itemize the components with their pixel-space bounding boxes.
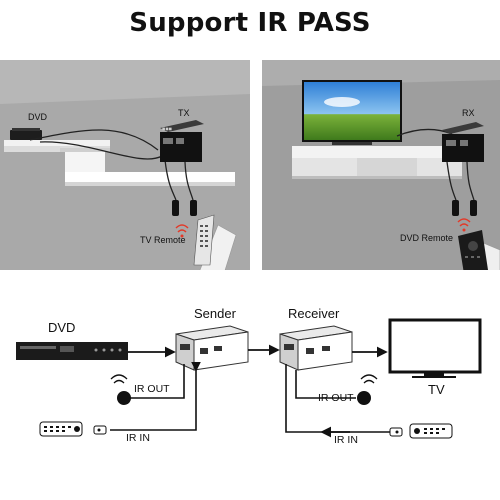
ir-signal-icon bbox=[110, 374, 128, 384]
diagram-dvd-label: DVD bbox=[48, 320, 76, 335]
ir-signal-icon bbox=[457, 218, 471, 232]
tv-remote-label: TV Remote bbox=[140, 235, 186, 245]
rx-extender-icon bbox=[442, 122, 484, 162]
receiver-label: Receiver bbox=[288, 306, 340, 321]
svg-text:◼◼◼: ◼◼◼ bbox=[162, 126, 172, 131]
remote-control-icon bbox=[409, 423, 453, 439]
dvd-remote-hand-icon bbox=[458, 230, 500, 270]
ir-receiver-icon bbox=[93, 425, 107, 435]
ir-receiver-icon bbox=[389, 427, 403, 437]
ir-emitter-icon bbox=[452, 200, 459, 216]
dvd-label: DVD bbox=[28, 112, 48, 122]
sender-device-icon bbox=[175, 325, 249, 371]
ir-signal-icon bbox=[360, 374, 378, 384]
page-title: Support IR PASS bbox=[129, 8, 371, 38]
tv-diagram-icon bbox=[388, 318, 482, 378]
receiver-ir-out-label: IR OUT bbox=[318, 392, 354, 404]
tx-label: TX bbox=[178, 108, 190, 118]
receiver-scene-photo: RX DVD Remote bbox=[262, 60, 500, 270]
ir-emitter-icon bbox=[357, 391, 371, 405]
sender-ir-out-label: IR OUT bbox=[134, 383, 170, 395]
ir-signal-icon bbox=[175, 224, 189, 238]
tv-screen-icon bbox=[302, 80, 402, 145]
diagram-tv-label: TV bbox=[428, 382, 445, 397]
ir-emitter-icon bbox=[172, 200, 179, 216]
rx-label: RX bbox=[462, 108, 475, 118]
ir-receiver-icon bbox=[470, 200, 477, 216]
dvd-player-diagram-icon bbox=[16, 342, 128, 360]
tx-extender-icon: ◼◼◼ bbox=[160, 120, 204, 162]
tv-remote-hand-icon bbox=[193, 214, 237, 270]
connection-diagram: DVD Sender Receiver TV IR OUT IR IN IR O… bbox=[0, 290, 500, 500]
dvd-player-icon bbox=[10, 128, 42, 140]
receiver-device-icon bbox=[279, 325, 353, 371]
remote-control-icon bbox=[39, 421, 83, 437]
sender-scene-photo: ◼◼◼ DVD TX TV Remote bbox=[0, 60, 250, 270]
sender-label: Sender bbox=[194, 306, 236, 321]
ir-receiver-icon bbox=[190, 200, 197, 216]
dvd-remote-label: DVD Remote bbox=[400, 233, 454, 243]
sender-ir-in-label: IR IN bbox=[126, 432, 150, 444]
receiver-ir-in-label: IR IN bbox=[334, 434, 358, 446]
ir-emitter-icon bbox=[117, 391, 131, 405]
